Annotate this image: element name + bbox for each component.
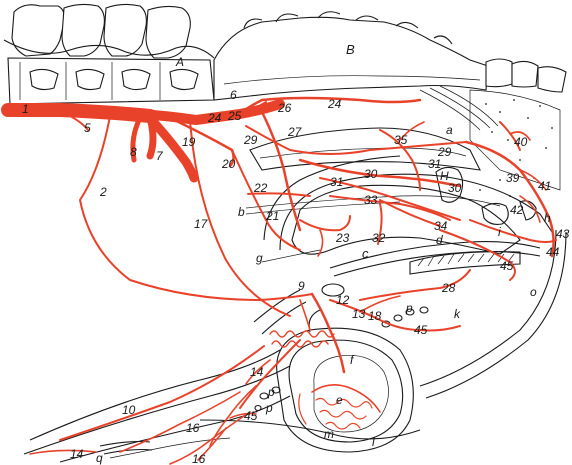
label-22: 22 — [253, 181, 268, 195]
label-2: 2 — [99, 185, 107, 199]
label-14: 14 — [250, 365, 264, 379]
label-17: 17 — [194, 217, 209, 231]
label-8: 8 — [130, 145, 137, 159]
label-p2: p — [267, 385, 275, 399]
label-27: 27 — [287, 125, 303, 139]
label-45a: 45 — [500, 259, 514, 273]
label-40: 40 — [514, 135, 528, 149]
label-32: 32 — [372, 231, 386, 245]
label-f: f — [350, 353, 355, 367]
label-g: g — [256, 251, 263, 265]
pelvic-outlines — [24, 86, 566, 462]
label-41: 41 — [538, 179, 551, 193]
label-24b: 24 — [327, 97, 342, 111]
label-7: 7 — [156, 149, 164, 163]
label-21: 21 — [265, 209, 279, 223]
label-b: b — [238, 205, 245, 219]
label-16: 16 — [186, 421, 200, 435]
label-6: 6 — [230, 88, 237, 102]
label-a: a — [446, 123, 453, 137]
label-28: 28 — [441, 281, 456, 295]
label-c: c — [362, 246, 369, 261]
label-16b: 16 — [192, 452, 206, 465]
label-18: 18 — [368, 309, 382, 323]
label-35: 35 — [394, 133, 408, 147]
label-24a: 24 — [207, 111, 222, 125]
label-20: 20 — [221, 157, 236, 171]
label-30a: 30 — [364, 167, 378, 181]
label-p3: p — [265, 401, 273, 415]
label-k: k — [454, 307, 461, 321]
label-13: 13 — [352, 307, 366, 321]
label-43: 43 — [556, 227, 570, 241]
label-h2: h — [544, 211, 551, 225]
label-45b: 45 — [414, 323, 428, 337]
label-i: i — [498, 225, 501, 239]
label-31: 31 — [330, 175, 343, 189]
label-30b: 30 — [448, 181, 462, 195]
label-o: o — [530, 285, 537, 299]
label-12: 12 — [336, 293, 350, 307]
label-44: 44 — [546, 245, 560, 259]
label-m: m — [324, 427, 334, 441]
label-14b: 14 — [70, 447, 84, 461]
label-q: q — [96, 451, 103, 465]
label-34: 34 — [434, 219, 448, 233]
tail-vertebrae — [486, 59, 566, 92]
label-29a: 29 — [243, 133, 258, 147]
label-9: 9 — [298, 279, 305, 293]
label-10: 10 — [122, 403, 136, 417]
label-5: 5 — [84, 121, 91, 135]
label-1: 1 — [22, 102, 29, 116]
label-d: d — [436, 233, 443, 247]
label-39: 39 — [506, 171, 520, 185]
label-26: 26 — [277, 101, 292, 115]
label-p: p — [405, 301, 413, 315]
label-19: 19 — [182, 135, 196, 149]
label-23: 23 — [335, 231, 350, 245]
label-e: e — [336, 393, 343, 407]
label-33: 33 — [364, 193, 378, 207]
label-25: 25 — [227, 109, 242, 123]
label-l: l — [372, 435, 375, 449]
label-A: A — [175, 55, 184, 69]
label-45c: 45 — [244, 409, 258, 423]
label-B: B — [346, 42, 355, 57]
label-42: 42 — [510, 203, 524, 217]
